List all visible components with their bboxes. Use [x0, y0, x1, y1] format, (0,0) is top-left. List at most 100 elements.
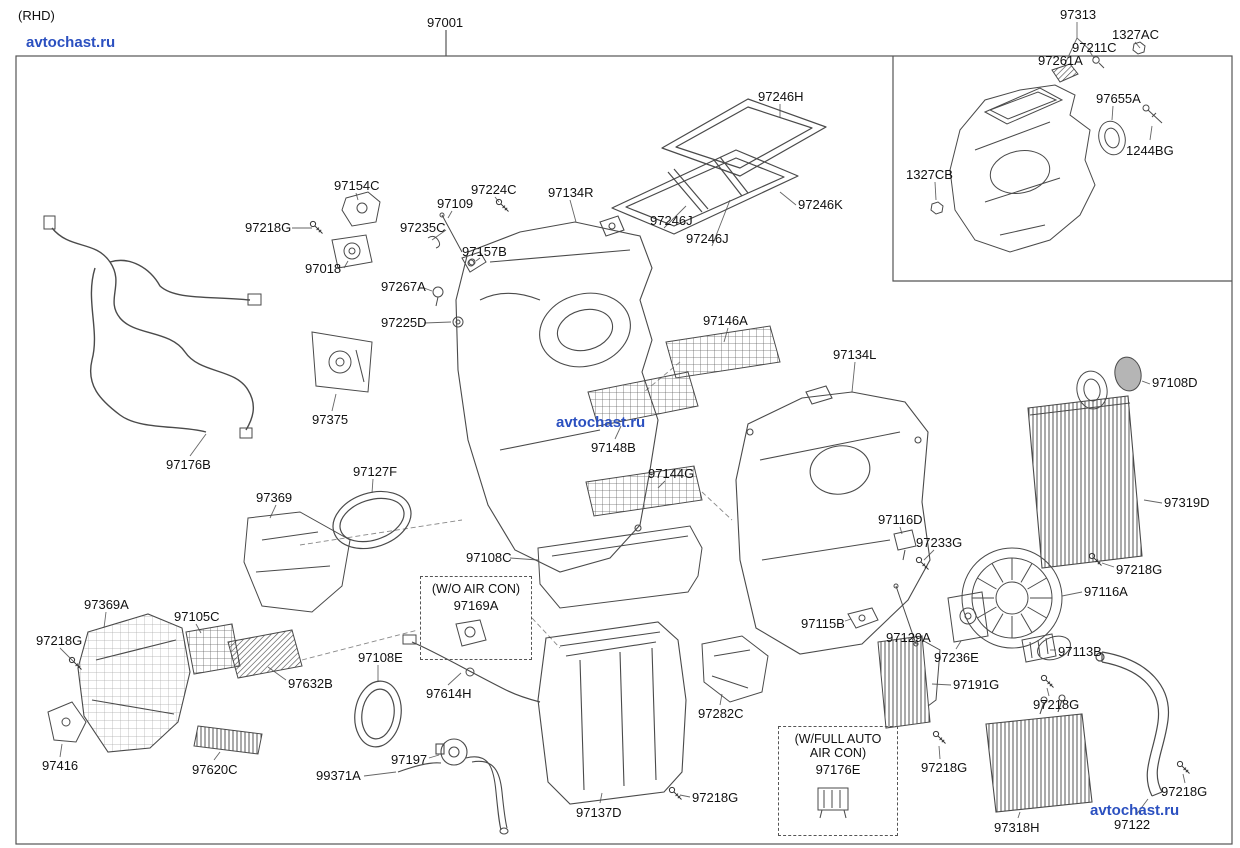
part-label: 97246J: [650, 213, 693, 228]
part-label: 97144G: [648, 466, 695, 481]
part-levers-actuators-cluster: [309, 191, 509, 328]
part-label: 97614H: [426, 686, 472, 701]
part-97369A-duct: [68, 613, 191, 753]
part-label: 97218G: [1161, 784, 1208, 799]
part-label: 97108E: [358, 650, 403, 665]
part-label: 99371A: [316, 768, 361, 783]
callout-full-auto-air-con: (W/FULL AUTO AIR CON) 97176E: [778, 726, 898, 836]
part-label: 97105C: [174, 609, 220, 624]
part-label: 97176B: [166, 457, 211, 472]
part-label: 97319D: [1164, 495, 1210, 510]
part-label: 1244BG: [1126, 143, 1174, 158]
part-label: 97109: [437, 196, 474, 211]
part-label: 97218G: [1033, 697, 1080, 712]
part-97318H-heater-core: [985, 694, 1093, 813]
part-label: 97197: [391, 752, 428, 767]
part-label: 97282C: [698, 706, 744, 721]
part-97282C-bracket: [701, 635, 769, 703]
part-97122-pipes: [1095, 651, 1190, 797]
part-97313-assembly: [930, 41, 1163, 253]
part-label: 97225D: [381, 315, 427, 330]
part-label: 97218G: [1116, 562, 1163, 577]
part-label: 97134R: [548, 185, 594, 200]
part-97369-duct: [243, 511, 351, 613]
part-label: 97233G: [916, 535, 963, 550]
part-97148B-door: [587, 371, 699, 427]
leader-lines: [59, 22, 1186, 819]
callout-full-auto-title-line1: (W/FULL AUTO: [794, 732, 882, 746]
part-97246-seals: [611, 98, 827, 235]
callout-full-auto-title-line2: AIR CON): [809, 746, 867, 760]
part-97319D-evaporator: [1027, 395, 1143, 569]
part-label: 97246K: [798, 197, 843, 212]
part-97127F-seal: [332, 490, 412, 550]
part-label: 1327CB: [906, 167, 953, 182]
part-label: 97191G: [953, 677, 1000, 692]
part-label: 97246J: [686, 231, 729, 246]
part-label: 97235C: [400, 220, 446, 235]
part-label: 97001: [427, 15, 464, 30]
part-label: 97218G: [36, 633, 83, 648]
part-label: 97115B: [801, 616, 845, 631]
part-97134R-case: [455, 215, 659, 573]
part-97108D-seal: [1076, 356, 1142, 410]
part-label: 97134L: [833, 347, 877, 362]
part-label: 97267A: [381, 279, 426, 294]
part-label: 97137D: [576, 805, 622, 820]
part-97620C-foam: [193, 725, 263, 755]
diagram-frame: [15, 30, 1233, 845]
part-label: 97154C: [334, 178, 380, 193]
part-label: 97375: [312, 412, 349, 427]
part-97169A-sensor: [455, 619, 487, 647]
watermark: avtochast.ru: [556, 414, 646, 431]
part-label: 97218G: [692, 790, 739, 805]
part-97146A-filter: [665, 325, 781, 379]
part-label: 97369: [256, 490, 293, 505]
part-97134L-case: [735, 385, 931, 655]
part-97632B-foam: [227, 629, 303, 679]
part-label: 97211C: [1072, 40, 1117, 55]
part-label: 97318H: [994, 820, 1040, 835]
part-97144G-door: [585, 465, 703, 517]
part-99371A-drain: [397, 738, 509, 835]
part-label: 97246H: [758, 89, 804, 104]
part-label: 97113B: [1058, 644, 1102, 659]
part-label: 97218G: [245, 220, 292, 235]
part-label: 97236E: [934, 650, 979, 665]
callout-wo-air-con: (W/O AIR CON) 97169A: [420, 576, 532, 660]
part-97108E-seal: [354, 680, 402, 748]
drive-variant-label: (RHD): [18, 8, 55, 23]
watermark: avtochast.ru: [1090, 802, 1180, 819]
part-label: 97157B: [462, 244, 507, 259]
part-label: 97261A: [1038, 53, 1083, 68]
part-label: 97116A: [1084, 584, 1128, 599]
part-label: 97116D: [878, 512, 923, 527]
part-label: 97313: [1060, 7, 1097, 22]
part-97176B-harness: [43, 215, 262, 439]
part-label: 97620C: [192, 762, 238, 777]
part-97614H-cable: [402, 634, 541, 703]
part-label: 97369A: [84, 597, 129, 612]
part-97137D-lower-case: [537, 621, 687, 805]
part-label: 97018: [305, 261, 342, 276]
part-97116A-blower-motor: [961, 547, 1071, 661]
part-97375-actuator: [311, 331, 373, 393]
part-label: 97655A: [1096, 91, 1141, 106]
watermark: avtochast.ru: [26, 34, 116, 51]
part-97176E-sensor: [817, 787, 849, 819]
part-label: 97108C: [466, 550, 512, 565]
callout-wo-air-con-title: (W/O AIR CON): [431, 582, 521, 596]
part-label: 97108D: [1152, 375, 1198, 390]
part-label: 97122: [1114, 817, 1151, 832]
part-label: 1327AC: [1112, 27, 1159, 42]
part-97108C-tray: [537, 525, 703, 609]
part-label: 97129A: [886, 630, 931, 645]
part-label: 97416: [42, 758, 79, 773]
part-label: 97127F: [353, 464, 398, 479]
part-label: 97146A: [703, 313, 748, 328]
part-label: 97148B: [591, 440, 636, 455]
part-label: 97169A: [453, 598, 499, 613]
part-label: 97176E: [815, 762, 861, 777]
